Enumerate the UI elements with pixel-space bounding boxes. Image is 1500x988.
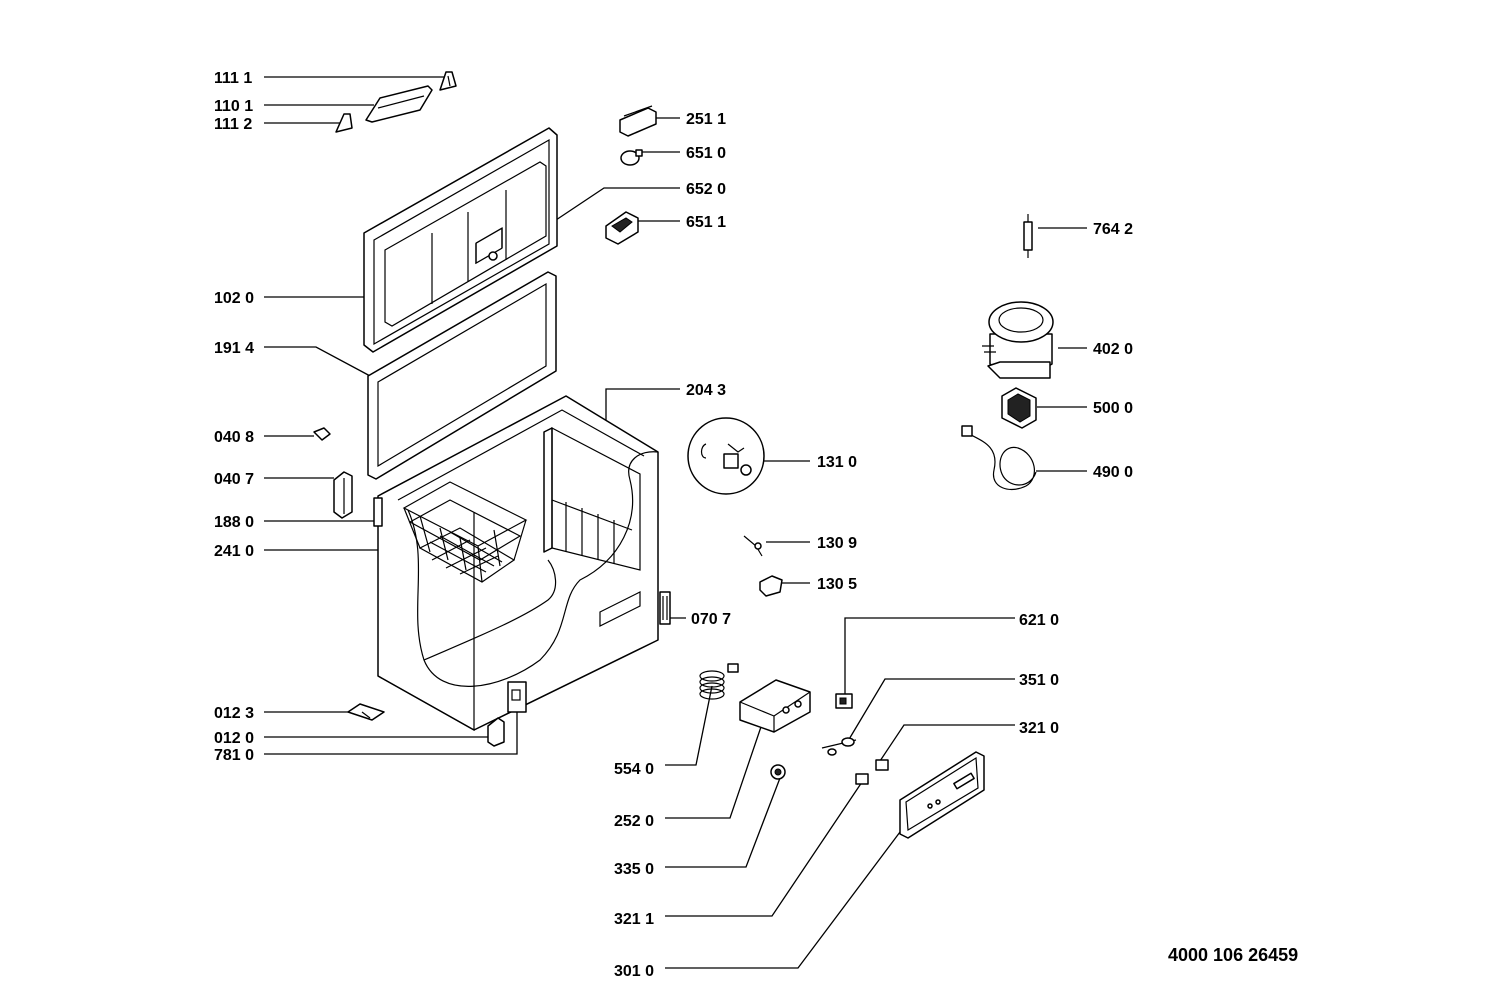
handle-end-cap-right <box>439 71 457 91</box>
callout-651-0: 651 0 <box>686 145 726 162</box>
vent-grille <box>659 591 671 625</box>
start-relay <box>1001 387 1037 429</box>
hinge-bracket <box>507 681 527 713</box>
callout-301-0: 301 0 <box>614 963 654 980</box>
callout-500-0: 500 0 <box>1093 400 1133 417</box>
power-cord <box>961 425 1037 491</box>
control-panel <box>899 751 985 839</box>
callout-188-0: 188 0 <box>214 514 254 531</box>
lid-gasket <box>367 271 557 480</box>
callout-111-1: 111 1 <box>214 70 252 87</box>
callout-335-0: 335 0 <box>614 861 654 878</box>
indicator-light-2 <box>855 773 869 785</box>
callout-554-0: 554 0 <box>614 761 654 778</box>
callout-110-1: 110 1 <box>214 98 253 115</box>
leveling-foot-bracket <box>347 703 385 721</box>
thermostat-spring <box>699 663 739 700</box>
handle-end-cap-left <box>335 113 353 133</box>
callout-321-1: 321 1 <box>614 911 654 928</box>
callout-651-1: 651 1 <box>686 214 726 231</box>
callout-130-9: 130 9 <box>817 535 857 552</box>
lid-handle <box>365 85 433 123</box>
hinge-cover <box>333 471 353 519</box>
hinge-foot <box>487 717 505 747</box>
lamp-switch-sensor <box>821 737 857 756</box>
callout-012-0: 012 0 <box>214 730 254 747</box>
callout-130-5: 130 5 <box>817 576 857 593</box>
callout-012-3: 012 3 <box>214 705 254 722</box>
document-number: 4000 106 26459 <box>1168 945 1298 965</box>
callout-111-2: 111 2 <box>214 116 252 133</box>
lamp-holder <box>605 211 639 245</box>
callout-191-4: 191 4 <box>214 340 254 357</box>
thermostat-knob <box>770 764 786 780</box>
callout-321-0: 321 0 <box>1019 720 1059 737</box>
callout-040-8: 040 8 <box>214 429 254 446</box>
callout-251-1: 251 1 <box>686 111 726 128</box>
freezer-lid <box>363 127 558 353</box>
callout-781-0: 781 0 <box>214 747 254 764</box>
pilot-lamp <box>835 693 853 709</box>
callout-490-0: 490 0 <box>1093 464 1133 481</box>
callout-652-0: 652 0 <box>686 181 726 198</box>
thermostat-bulb-clip <box>743 535 763 557</box>
lamp-cover <box>619 105 657 137</box>
callout-402-0: 402 0 <box>1093 341 1133 358</box>
callout-204-3: 204 3 <box>686 382 726 399</box>
callout-102-0: 102 0 <box>214 290 254 307</box>
callout-040-7: 040 7 <box>214 471 254 488</box>
thermostat-knob-housing <box>759 575 783 597</box>
callout-351-0: 351 0 <box>1019 672 1059 689</box>
hinge-clip <box>313 427 331 441</box>
callout-070-7: 070 7 <box>691 611 731 628</box>
callout-621-0: 621 0 <box>1019 612 1059 629</box>
thermostat-detail-circle <box>687 417 765 495</box>
callout-764-2: 764 2 <box>1093 221 1133 238</box>
compressor <box>982 301 1054 379</box>
callout-252-0: 252 0 <box>614 813 654 830</box>
callout-131-0: 131 0 <box>817 454 857 471</box>
filter-dryer <box>1023 214 1033 258</box>
leader-lines <box>264 76 1087 969</box>
callout-241-0: 241 0 <box>214 543 254 560</box>
indicator-light <box>875 759 889 771</box>
freezer-cabinet <box>373 395 659 732</box>
control-box <box>739 679 811 733</box>
lamp-bulb <box>620 149 643 166</box>
wire-basket <box>402 481 528 583</box>
